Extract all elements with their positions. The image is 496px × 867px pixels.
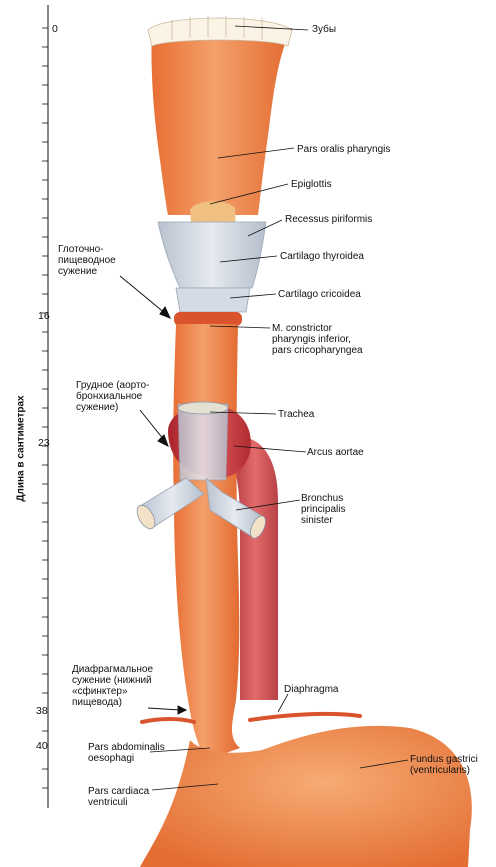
- diaphragm-right: [250, 714, 360, 720]
- axis-tick-23: 23: [38, 437, 50, 449]
- label-thoracic-line1: Грудное (аорто-: [76, 380, 149, 391]
- label-bronchus-line1: Bronchus: [301, 493, 345, 504]
- label-cardiaca-line2: ventriculi: [88, 797, 149, 808]
- label-diaphragmatic-line3: «сфинктер»: [72, 686, 153, 697]
- descending-aorta: [232, 437, 278, 700]
- esophagus: [173, 324, 240, 760]
- label-pharyngo-line1: Глоточно-: [58, 244, 116, 255]
- label-cardiaca-line1: Pars cardiaca: [88, 786, 149, 797]
- label-pharyngo-constriction: Глоточно- пищеводное сужение: [58, 244, 116, 277]
- label-diaphragmatic-line1: Диафрагмальное: [72, 664, 153, 675]
- label-thoracic-constriction: Грудное (аорто- бронхиальное сужение): [76, 380, 149, 413]
- label-cricoidea: Cartilago cricoidea: [278, 289, 361, 300]
- label-thoracic-line2: бронхиальное: [76, 391, 149, 402]
- cricopharyngeal-band: [174, 312, 242, 326]
- label-pharyngo-line3: сужение: [58, 266, 116, 277]
- diaphragm-left: [142, 719, 194, 722]
- label-diaphragmatic-line4: пищевода): [72, 697, 153, 708]
- label-cardiaca: Pars cardiaca ventriculi: [88, 786, 149, 808]
- label-trachea: Trachea: [278, 409, 314, 420]
- label-bronchus: Bronchus principalis sinister: [301, 493, 345, 526]
- label-fundus-line2: (ventricularis): [410, 765, 478, 776]
- label-abdominalis: Pars abdominalis oesophagi: [88, 742, 165, 764]
- label-constrictor-line1: M. constrictor: [272, 323, 363, 334]
- axis-tick-16: 16: [38, 310, 50, 322]
- pharynx: [151, 28, 292, 215]
- label-bronchus-line2: principalis: [301, 504, 345, 515]
- thyroid-cartilage: [158, 222, 266, 288]
- label-diaphragmatic-constriction: Диафрагмальное сужение (нижний «сфинктер…: [72, 664, 153, 708]
- label-constrictor-line3: pars cricopharyngea: [272, 345, 363, 356]
- label-fundus-line1: Fundus gastrici: [410, 754, 478, 765]
- label-thyroidea: Cartilago thyroidea: [280, 251, 364, 262]
- label-constrictor: M. constrictor pharyngis inferior, pars …: [272, 323, 363, 356]
- axis-tick-0: 0: [52, 23, 58, 35]
- axis-tick-38: 38: [36, 705, 48, 717]
- label-epiglottis: Epiglottis: [291, 179, 332, 190]
- label-thoracic-line3: сужение): [76, 402, 149, 413]
- label-pars-oralis: Pars oralis pharyngis: [297, 144, 390, 155]
- axis-title: Длина в сантиметрах: [16, 364, 27, 534]
- label-pharyngo-line2: пищеводное: [58, 255, 116, 266]
- label-abdominalis-line2: oesophagi: [88, 753, 165, 764]
- label-fundus: Fundus gastrici (ventricularis): [410, 754, 478, 776]
- label-diaphragma: Diaphragma: [284, 684, 338, 695]
- axis-tick-40: 40: [36, 740, 48, 752]
- stomach: [140, 726, 472, 867]
- cricoid-cartilage: [176, 288, 250, 312]
- label-recessus: Recessus piriformis: [285, 214, 372, 225]
- label-arcus: Arcus aortae: [307, 447, 364, 458]
- trachea: [178, 404, 228, 480]
- label-bronchus-line3: sinister: [301, 515, 345, 526]
- label-diaphragmatic-line2: сужение (нижний: [72, 675, 153, 686]
- axis-minor-ticks: [42, 28, 48, 788]
- label-constrictor-line2: pharyngis inferior,: [272, 334, 363, 345]
- label-zuby: Зубы: [312, 24, 336, 35]
- label-abdominalis-line1: Pars abdominalis: [88, 742, 165, 753]
